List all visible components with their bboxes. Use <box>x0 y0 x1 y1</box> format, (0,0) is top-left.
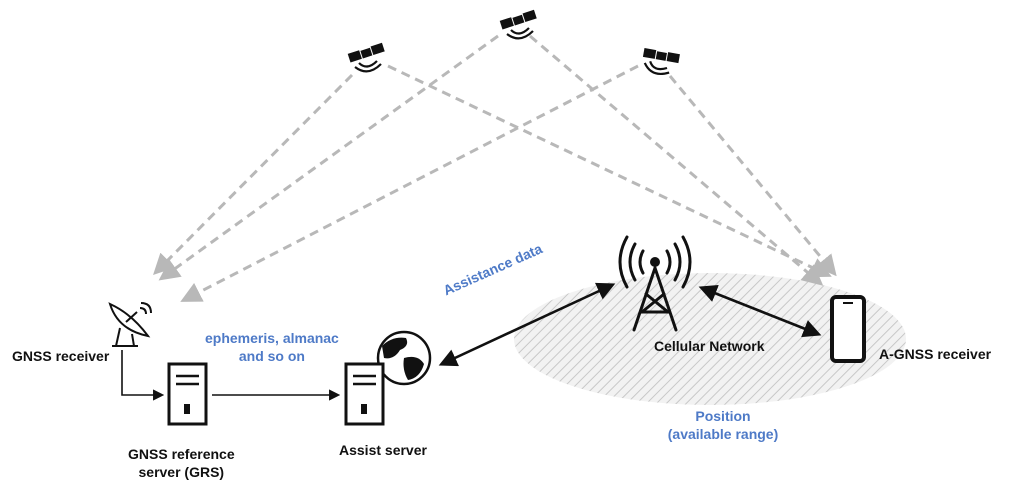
cell-tower-icon <box>618 235 692 332</box>
grs-label-line2: server (GRS) <box>138 464 225 480</box>
grs-label: GNSS reference server (GRS) <box>128 445 235 481</box>
tower-to-phone-link <box>698 284 822 338</box>
satellite-signals <box>153 34 837 302</box>
ephemeris-label-line2: and so on <box>238 348 305 364</box>
globe-icon <box>376 330 432 386</box>
position-label-line1: Position <box>695 408 751 424</box>
satellite-icon <box>635 37 684 82</box>
server-icon <box>167 362 208 426</box>
position-label: Position (available range) <box>657 407 789 443</box>
ephemeris-label: ephemeris, almanac and so on <box>205 329 339 365</box>
assist-to-tower-link <box>438 282 616 367</box>
satellite-dish-icon <box>108 302 152 347</box>
ephemeris-label-line1: ephemeris, almanac <box>205 330 339 346</box>
satellite-icon <box>346 41 386 73</box>
agnss-receiver-label: A-GNSS receiver <box>879 346 992 362</box>
server-icon <box>344 362 385 426</box>
receiver-to-grs-connector <box>121 350 165 401</box>
grs-label-line1: GNSS reference <box>128 446 235 462</box>
cellular-network-label: Cellular Network <box>654 338 765 354</box>
gnss-receiver-label: GNSS receiver <box>12 348 110 364</box>
smartphone-icon <box>830 295 866 363</box>
satellite-icon <box>498 8 538 40</box>
assist-server-label: Assist server <box>339 442 427 458</box>
position-label-line2: (available range) <box>667 426 779 442</box>
